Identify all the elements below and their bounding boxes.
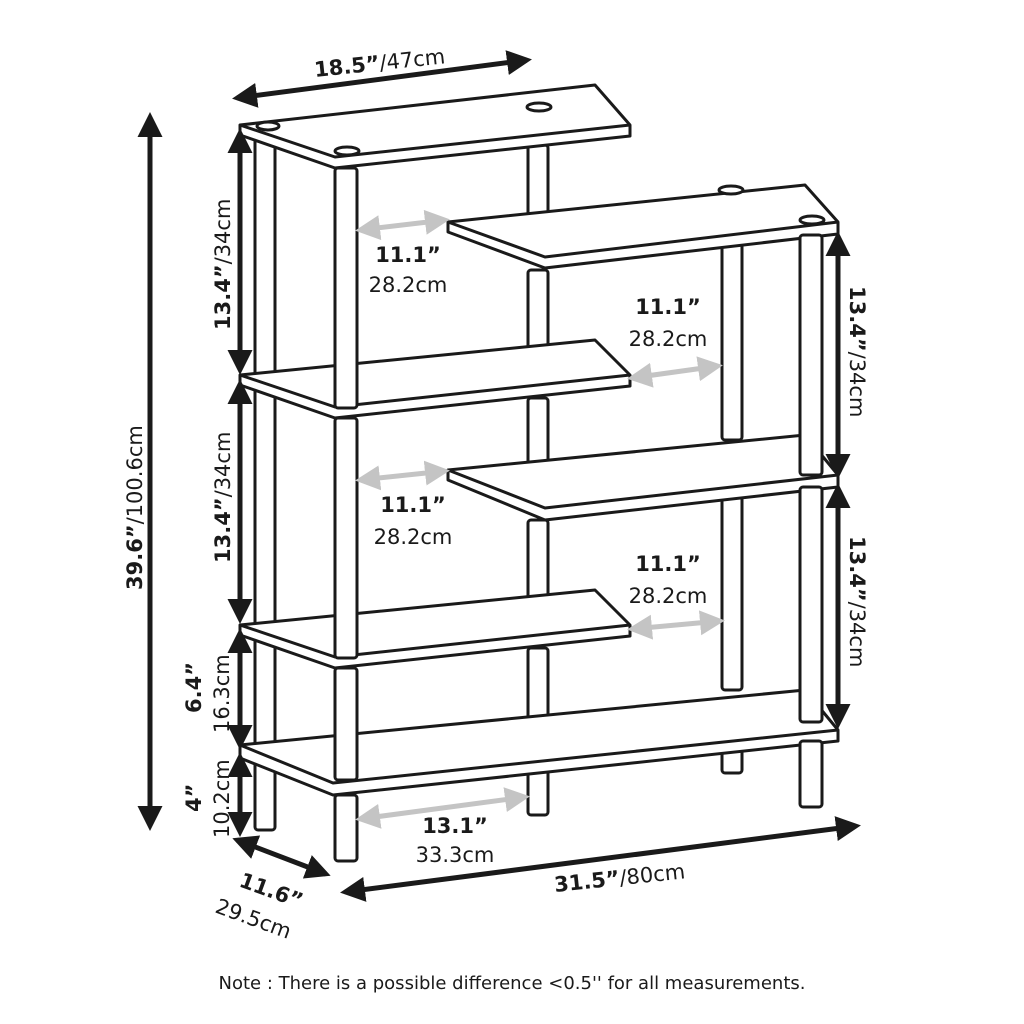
dimension-arrows xyxy=(137,50,861,902)
spacing-arrows xyxy=(355,209,725,829)
shelf-3-right xyxy=(446,433,840,522)
spacing-4-in: 11.1” xyxy=(635,552,701,576)
post-front-right-2 xyxy=(798,485,824,724)
post-front-left-2 xyxy=(333,416,359,660)
measurement-note: Note : There is a possible difference <0… xyxy=(218,973,806,994)
spacing-arrow-5 xyxy=(355,787,530,829)
post-front-left-foot xyxy=(333,793,359,863)
left-upper-label: 13.4”/34cm xyxy=(211,199,235,330)
spacing-2-in: 11.1” xyxy=(635,295,701,319)
spacing-3-in: 11.1” xyxy=(380,493,446,517)
spacing-1-in: 11.1” xyxy=(375,243,441,267)
total-height-label: 39.6”/100.6cm xyxy=(123,425,147,590)
left-foot-cm-label: 10.2cm xyxy=(210,759,234,838)
post-rear-left-3 xyxy=(253,633,277,832)
spacing-arrow-3 xyxy=(355,460,450,491)
spacing-arrow-2 xyxy=(627,356,723,388)
post-front-right-1 xyxy=(798,233,824,477)
left-foot-in-label: 4” xyxy=(182,784,206,812)
shelf-2-left xyxy=(238,338,632,420)
shelf-1-right xyxy=(446,183,840,270)
left-middle-label: 13.4”/34cm xyxy=(211,432,235,563)
spacing-5-in: 13.1” xyxy=(422,814,488,838)
top-width-arrow xyxy=(232,50,532,108)
post-front-right-foot xyxy=(798,739,824,809)
post-hole xyxy=(717,184,745,196)
shelf-top xyxy=(238,83,632,170)
post-rear-left-2 xyxy=(253,383,277,627)
post-front-left-1 xyxy=(333,166,359,410)
post-rear-mid-foot xyxy=(526,768,550,817)
shelf-4-left xyxy=(238,588,632,670)
top-width-label: 18.5”/47cm xyxy=(313,44,446,82)
spacing-4-cm: 28.2cm xyxy=(629,584,708,608)
post-hole xyxy=(255,120,281,132)
post-hole xyxy=(333,145,361,157)
spacing-3-cm: 28.2cm xyxy=(374,525,453,549)
spacing-arrow-4 xyxy=(627,610,725,640)
length-arrow xyxy=(340,816,861,902)
post-front-left-3 xyxy=(333,666,359,782)
spacing-1-cm: 28.2cm xyxy=(369,273,448,297)
post-rear-right-2 xyxy=(720,493,744,692)
post-rear-left-1 xyxy=(253,128,277,377)
spacing-2-cm: 28.2cm xyxy=(629,327,708,351)
spacing-5-cm: 33.3cm xyxy=(416,843,495,867)
post-hole xyxy=(525,101,553,113)
left-lower-in-label: 6.4” xyxy=(182,662,206,713)
left-lower-cm-label: 16.3cm xyxy=(210,654,234,733)
depth-arrow xyxy=(232,835,331,879)
shelf-unit xyxy=(238,83,840,863)
right-lower-label: 13.4”/34cm xyxy=(845,536,869,667)
spacing-arrow-1 xyxy=(355,209,450,241)
post-hole xyxy=(798,214,826,226)
post-rear-right-1 xyxy=(720,238,744,442)
right-upper-label: 13.4”/34cm xyxy=(845,286,869,417)
